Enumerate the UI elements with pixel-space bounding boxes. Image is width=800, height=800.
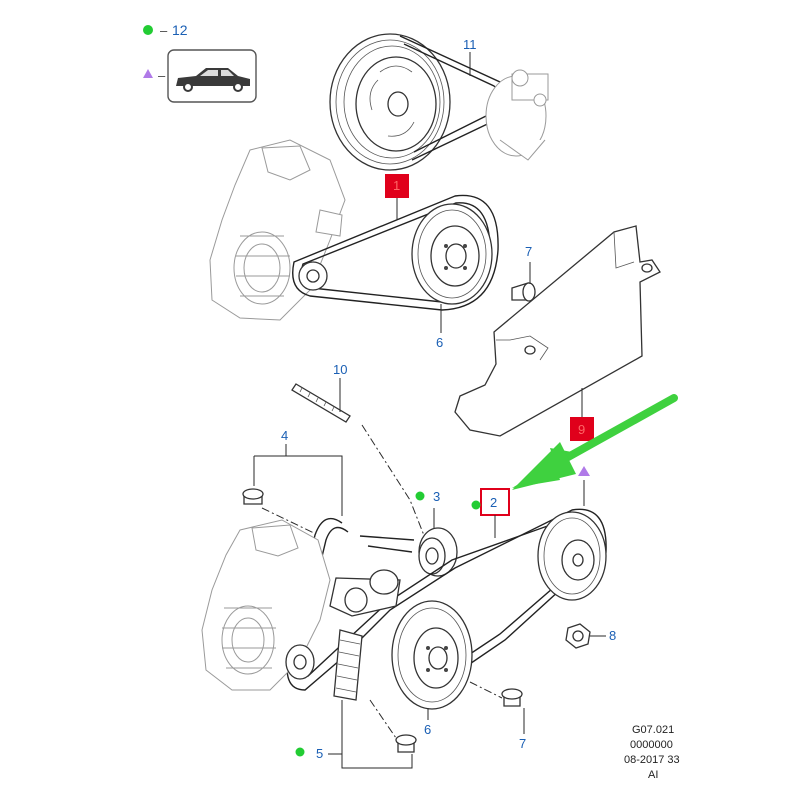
compressor-body — [485, 69, 549, 161]
purple-triangle-icon — [143, 69, 153, 78]
belt-shield — [454, 225, 661, 437]
callout-9: 9 — [578, 422, 585, 437]
legend: – 12 – — [143, 22, 257, 103]
callout-11: 11 — [463, 37, 477, 52]
callout-7-upper: 7 — [525, 244, 532, 259]
callout-7-lower: 7 — [519, 736, 526, 751]
callout-10: 10 — [333, 362, 347, 377]
callout-3-dot — [415, 491, 425, 501]
callout-6-upper: 6 — [436, 335, 443, 350]
callout-2: 2 — [490, 495, 497, 510]
callout-2-highlight — [480, 488, 510, 516]
lower-crank-pulley — [391, 600, 473, 710]
stud-10 — [291, 383, 351, 423]
callout-1: 1 — [393, 178, 400, 193]
callout-3: 3 — [433, 489, 440, 504]
callout-9-highlight — [570, 417, 594, 441]
callout-5-dot — [295, 747, 305, 757]
upper-bolt-7 — [511, 282, 536, 302]
upper-alternator — [209, 139, 346, 321]
svg-text:–: – — [158, 68, 166, 83]
legend-dot-item: 12 — [172, 22, 188, 38]
upper-crank-pulley — [411, 203, 493, 305]
ac-pulley-assembly — [329, 33, 549, 171]
sedan-car-icon — [176, 68, 250, 92]
reference-line-4: AI — [648, 769, 658, 781]
callout-8: 8 — [609, 628, 616, 643]
tensioner — [285, 569, 401, 701]
callout-6-lower: 6 — [424, 722, 431, 737]
purple-triangle-marker-icon — [578, 466, 590, 476]
callout-2-dot — [471, 500, 481, 510]
reference-line-1: G07.021 — [632, 724, 674, 736]
green-arrow-icon — [512, 394, 678, 490]
reference-line-3: 08-2017 33 — [624, 754, 680, 766]
idler-pulley — [418, 527, 458, 577]
reference-line-2: 0000000 — [630, 739, 673, 751]
svg-text:–: – — [160, 23, 168, 38]
lower-bolt-4 — [242, 488, 264, 505]
callout-4: 4 — [281, 428, 288, 443]
callout-1-highlight — [385, 174, 409, 198]
lower-bolt-7 — [501, 688, 523, 707]
green-dot-icon — [143, 25, 153, 35]
right-pulley — [537, 511, 607, 601]
nut-8 — [565, 623, 591, 649]
lower-bolt-5 — [395, 734, 417, 753]
callout-5: 5 — [316, 746, 323, 761]
